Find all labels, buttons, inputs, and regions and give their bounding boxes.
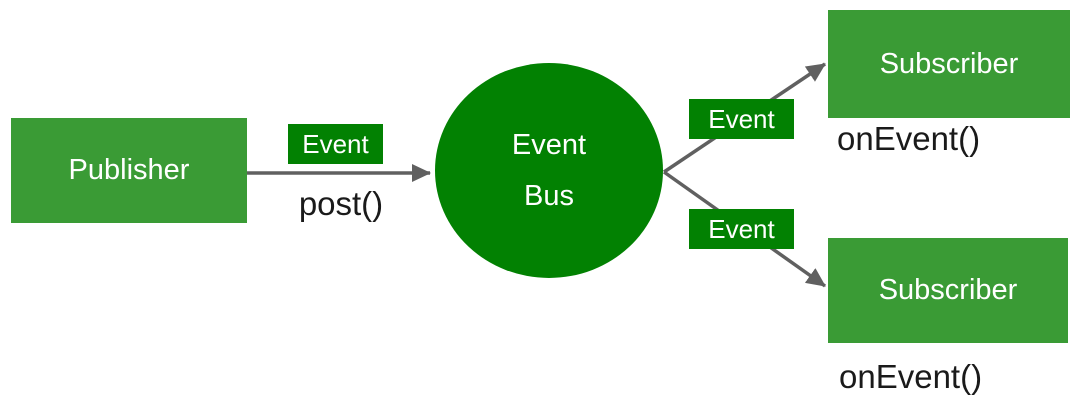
onevent-method-label-top: onEvent(): [837, 120, 981, 157]
event-badge-label: Event: [708, 213, 775, 244]
publisher-label: Publisher: [68, 154, 190, 186]
event-bus-circle: Event Bus: [435, 63, 663, 278]
event-badge-publisher: Event: [288, 124, 383, 164]
publisher-box: Publisher: [11, 118, 247, 223]
onevent-method-label-bottom: onEvent(): [839, 358, 983, 395]
event-badge-subscriber-top: Event: [689, 99, 794, 139]
event-badge-label: Event: [708, 103, 775, 134]
subscriber-top-box: Subscriber: [828, 10, 1070, 118]
subscriber-bottom-box: Subscriber: [828, 238, 1068, 343]
subscriber-label: Subscriber: [879, 47, 1019, 80]
post-method-label: post(): [298, 185, 384, 222]
subscriber-label: Subscriber: [878, 274, 1018, 306]
event-bus-label-line1: Event: [511, 128, 587, 161]
event-bus-label-line2: Bus: [524, 179, 574, 212]
event-badge-label: Event: [302, 128, 369, 159]
event-badge-subscriber-bottom: Event: [689, 209, 794, 249]
